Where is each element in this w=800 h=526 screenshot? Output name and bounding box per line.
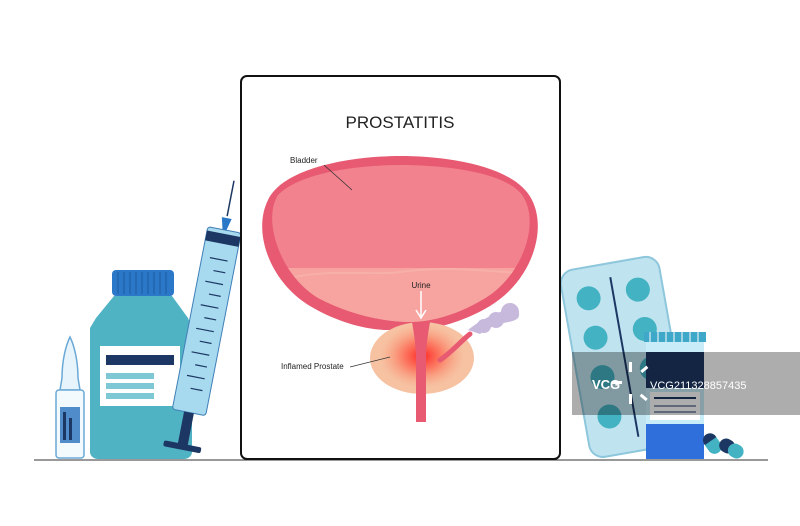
seminal-vesicle — [468, 303, 520, 334]
vcg-watermark: VCG VCG211328857435 — [572, 352, 800, 415]
leader-bladder — [323, 164, 353, 191]
capsules — [702, 433, 744, 459]
urethra — [412, 322, 430, 422]
watermark-code: VCG211328857435 — [650, 380, 746, 392]
label-urine: Urine — [411, 281, 431, 290]
diagram-title: PROSTATITIS — [346, 113, 455, 132]
leader-prostate — [349, 356, 391, 368]
medicine-bottle — [90, 270, 192, 459]
syringe — [163, 180, 242, 454]
label-prostate: Inflamed Prostate — [281, 362, 344, 371]
urine-arrow — [415, 291, 427, 320]
watermark-brand: VCG — [592, 377, 620, 392]
vcg-logo-icon — [612, 362, 649, 404]
label-bladder: Bladder — [290, 156, 318, 165]
ampoule — [55, 335, 85, 459]
pill-bottle — [644, 332, 706, 459]
